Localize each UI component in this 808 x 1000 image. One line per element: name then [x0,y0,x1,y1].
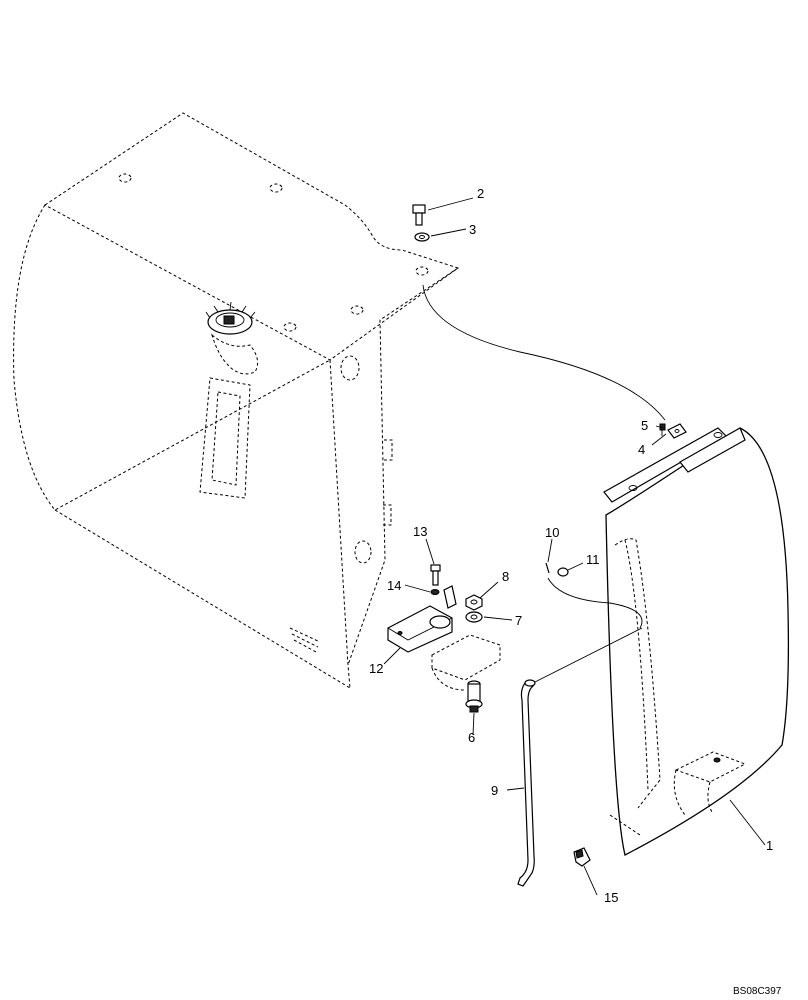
door-panel [603,427,790,856]
part-cotter-pin-10 [545,562,550,574]
leader-lines [383,197,766,896]
callout-13: 13 [413,524,427,539]
callout-8: 8 [502,569,509,584]
callout-1: 1 [766,838,773,853]
callout-4: 4 [638,442,645,457]
part-washer-14 [430,589,440,595]
callout-7: 7 [515,613,522,628]
part-latch-12 [387,585,457,653]
callout-2: 2 [477,186,484,201]
part-screw-5 [659,423,666,436]
latch-catch [431,634,501,691]
tether-line-top [422,284,666,421]
callout-10: 10 [545,525,559,540]
callout-6: 6 [468,730,475,745]
callout-9: 9 [491,783,498,798]
part-rod-9 [517,682,535,887]
callout-3: 3 [469,222,476,237]
callout-12: 12 [369,661,383,676]
callout-11: 11 [586,552,600,567]
part-bolt-13 [430,564,441,586]
drawing-code: BS08C397 [733,986,782,997]
housing-outline [13,112,460,689]
part-clip-15 [573,847,591,867]
part-washer-7 [465,611,483,623]
callout-5: 5 [641,418,648,433]
filler-cap [205,301,256,335]
part-bolt-2 [412,204,426,226]
callout-15: 15 [604,890,618,905]
callout-14: 14 [387,578,401,593]
part-bracket-4 [667,423,687,439]
part-pin-6 [465,680,483,713]
tether-line-mid [547,577,643,629]
tether-line-rod [532,627,643,684]
part-nut-8 [465,594,483,611]
part-washer-11 [557,567,569,577]
part-washer-3 [414,232,430,242]
